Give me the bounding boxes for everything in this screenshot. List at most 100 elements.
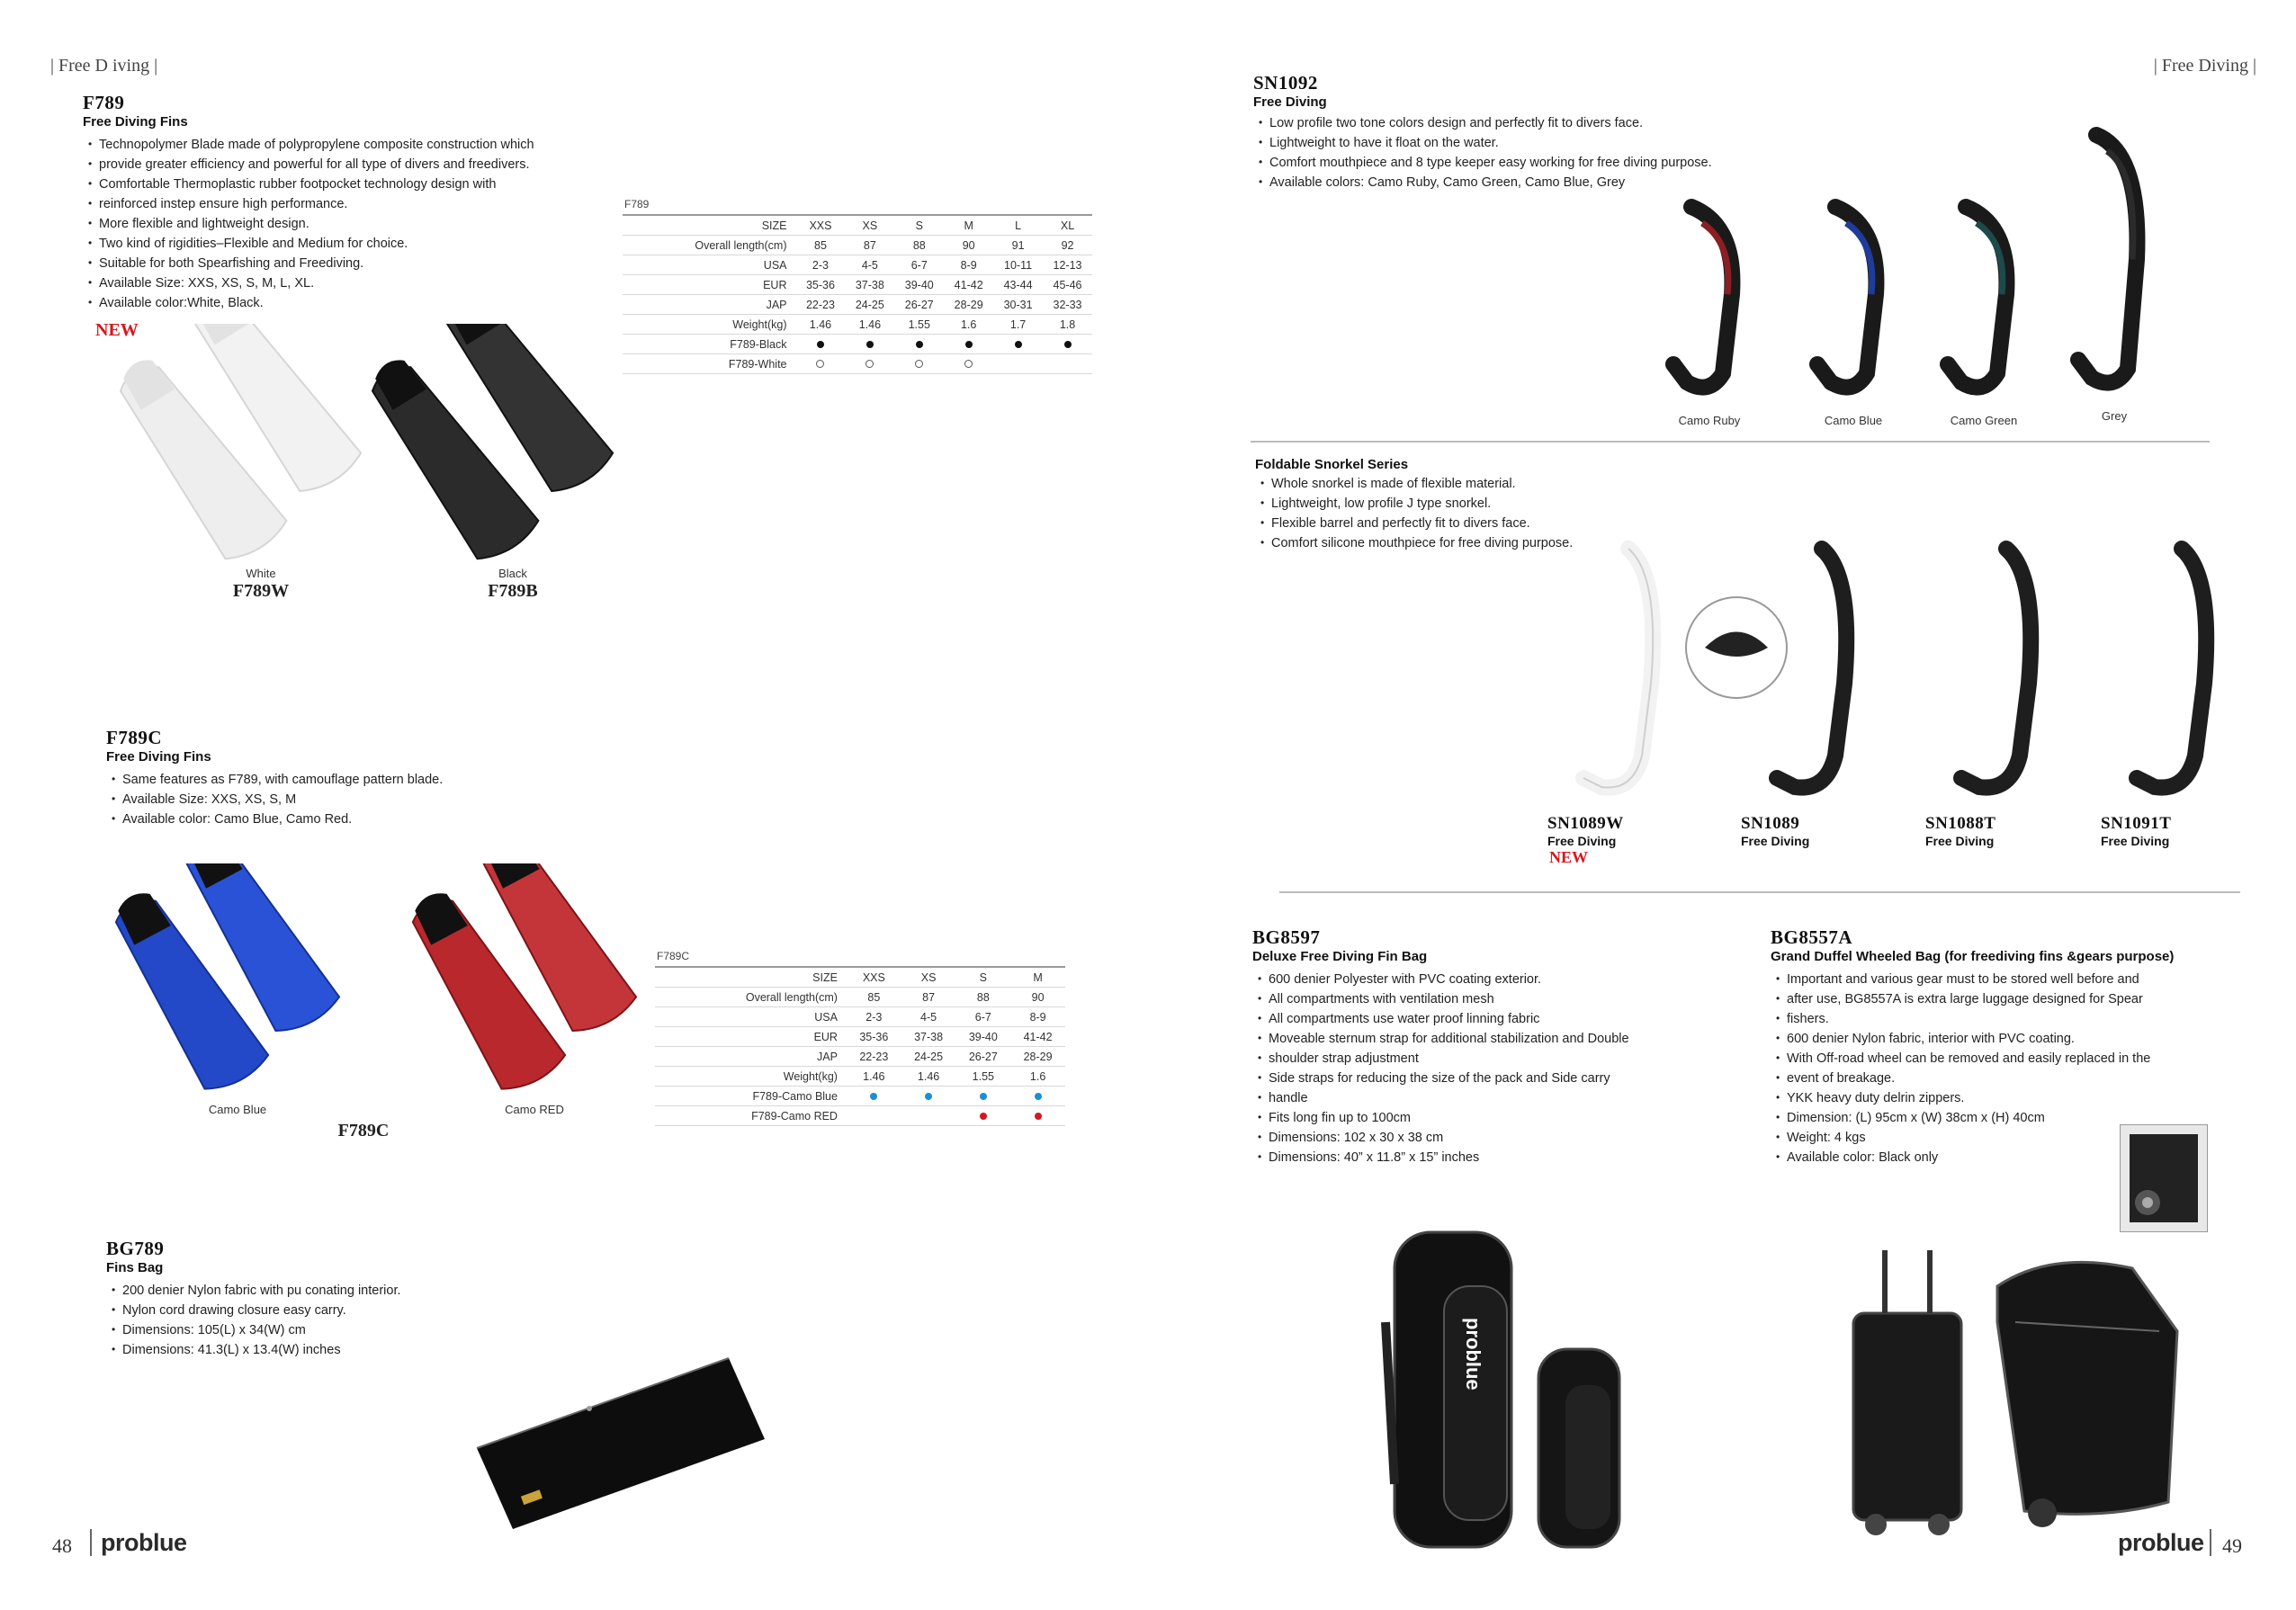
black-dot-icon	[1014, 340, 1022, 348]
table-cell: 90	[1010, 987, 1065, 1007]
black-dot-icon	[816, 340, 824, 348]
table-cell: 88	[955, 987, 1011, 1007]
row-label: EUR	[655, 1026, 847, 1047]
bg8557a-model: BG8557A	[1771, 926, 1853, 948]
row-label: Weight(kg)	[623, 314, 796, 335]
new-label: NEW	[1549, 848, 1589, 866]
table-cell	[795, 353, 846, 374]
table-cell	[955, 1086, 1011, 1106]
feature-item: Dimensions: 40” x 11.8” x 15” inches	[1252, 1147, 1720, 1167]
foldable-subtitle: Free Diving	[1925, 834, 1995, 848]
sn1092-features: Low profile two tone colors design and p…	[1253, 112, 1883, 192]
f789-table-caption: F789	[624, 198, 650, 210]
f789w-caption: White	[246, 567, 276, 580]
f789b-caption: Black	[498, 567, 527, 580]
foldable-title: Foldable Snorkel Series	[1255, 457, 1409, 472]
table-cell: 87	[845, 235, 895, 255]
table-cell: 6-7	[894, 255, 945, 275]
feature-item: Comfort silicone mouthpiece for free div…	[1255, 532, 1885, 553]
table-cell: 37-38	[845, 274, 895, 295]
row-label: EUR	[623, 274, 796, 295]
snorkel-icon	[1575, 541, 1662, 796]
table-cell	[901, 1105, 956, 1126]
table-cell	[894, 334, 945, 354]
feature-item: Available Size: XXS, XS, S, M	[106, 789, 646, 809]
table-cell: 2-3	[846, 1006, 901, 1027]
feature-item: YKK heavy duty delrin zippers.	[1771, 1087, 2238, 1108]
header-cell: XXS	[846, 966, 901, 988]
f789c-subtitle: Free Diving Fins	[106, 749, 211, 765]
row-label: JAP	[623, 294, 796, 315]
feature-item: Two kind of rigidities–Flexible and Medi…	[83, 233, 623, 254]
table-cell	[846, 1105, 901, 1126]
table-cell	[993, 353, 1044, 374]
brand-logo-right: problue	[2118, 1529, 2204, 1556]
feature-item: reinforced instep ensure high performanc…	[83, 193, 623, 214]
feature-item: Lightweight to have it float on the wate…	[1253, 132, 1883, 153]
bg789-model: BG789	[106, 1238, 165, 1259]
open-dot-icon	[964, 359, 973, 368]
snorkel-variant: Grey	[2060, 126, 2168, 423]
divider-bags	[1279, 891, 2240, 893]
f789c-camo-blue-image	[114, 863, 341, 1090]
feature-item: event of breakage.	[1771, 1068, 2238, 1088]
header-cell: M	[944, 214, 994, 236]
f789c-model-caption: F789C	[337, 1121, 390, 1140]
table-cell	[845, 353, 895, 374]
f789b-model: F789B	[488, 581, 538, 601]
footer-divider-right	[2210, 1529, 2211, 1556]
snorkel-icon	[2070, 127, 2146, 391]
foldable-model: SN1091T	[2101, 814, 2172, 833]
page-number-left: 48	[52, 1534, 72, 1557]
table-cell: 4-5	[901, 1006, 956, 1027]
row-label: JAP	[655, 1046, 847, 1067]
feature-item: 200 denier Nylon fabric with pu conating…	[106, 1280, 646, 1301]
feature-item: Available color: Black only	[1771, 1147, 2238, 1167]
f789c-features: Same features as F789, with camouflage p…	[106, 769, 646, 829]
feature-item: Low profile two tone colors design and p…	[1253, 112, 1883, 133]
red-dot-icon	[1034, 1112, 1042, 1120]
table-cell: 2-3	[795, 255, 846, 275]
table-cell: 41-42	[1010, 1026, 1065, 1047]
table-cell: 43-44	[993, 274, 1044, 295]
table-cell: 1.55	[894, 314, 945, 335]
f789-section: F789 Free Diving Fins Technopolymer Blad…	[83, 92, 623, 313]
foldable-subtitle: Free Diving	[1741, 834, 1810, 848]
feature-item: Fits long fin up to 100cm	[1252, 1107, 1720, 1128]
feature-item: Lightweight, low profile J type snorkel.	[1255, 493, 1885, 514]
table-cell: 32-33	[1043, 294, 1092, 315]
feature-item: Dimensions: 102 x 30 x 38 cm	[1252, 1127, 1720, 1148]
feature-item: Side straps for reducing the size of the…	[1252, 1068, 1720, 1088]
table-cell: 24-25	[845, 294, 895, 315]
snorkel-icon	[1809, 199, 1885, 396]
f789c-section: F789C Free Diving Fins Same features as …	[106, 727, 646, 829]
sn1092-section: SN1092 Free Diving Low profile two tone …	[1253, 72, 1883, 192]
foldable-subtitle: Free Diving	[2101, 834, 2170, 848]
table-cell: 10-11	[993, 255, 1044, 275]
mouthpiece-detail-image	[1685, 596, 1788, 699]
header-left: | Free D iving |	[50, 56, 158, 76]
feature-item: Available color: Camo Blue, Camo Red.	[106, 809, 646, 829]
table-cell: 8-9	[1010, 1006, 1065, 1027]
black-dot-icon	[1063, 340, 1072, 348]
table-cell: 1.46	[795, 314, 846, 335]
snorkel-icon	[1953, 541, 2040, 796]
bg8557a-wheel-detail-image	[2120, 1124, 2208, 1232]
table-cell: 35-36	[846, 1026, 901, 1047]
snorkel-icon	[1940, 199, 2015, 396]
black-dot-icon	[964, 340, 973, 348]
table-cell: 26-27	[894, 294, 945, 315]
table-cell: 1.6	[944, 314, 994, 335]
table-cell: 6-7	[955, 1006, 1011, 1027]
feature-item: shoulder strap adjustment	[1252, 1048, 1720, 1069]
